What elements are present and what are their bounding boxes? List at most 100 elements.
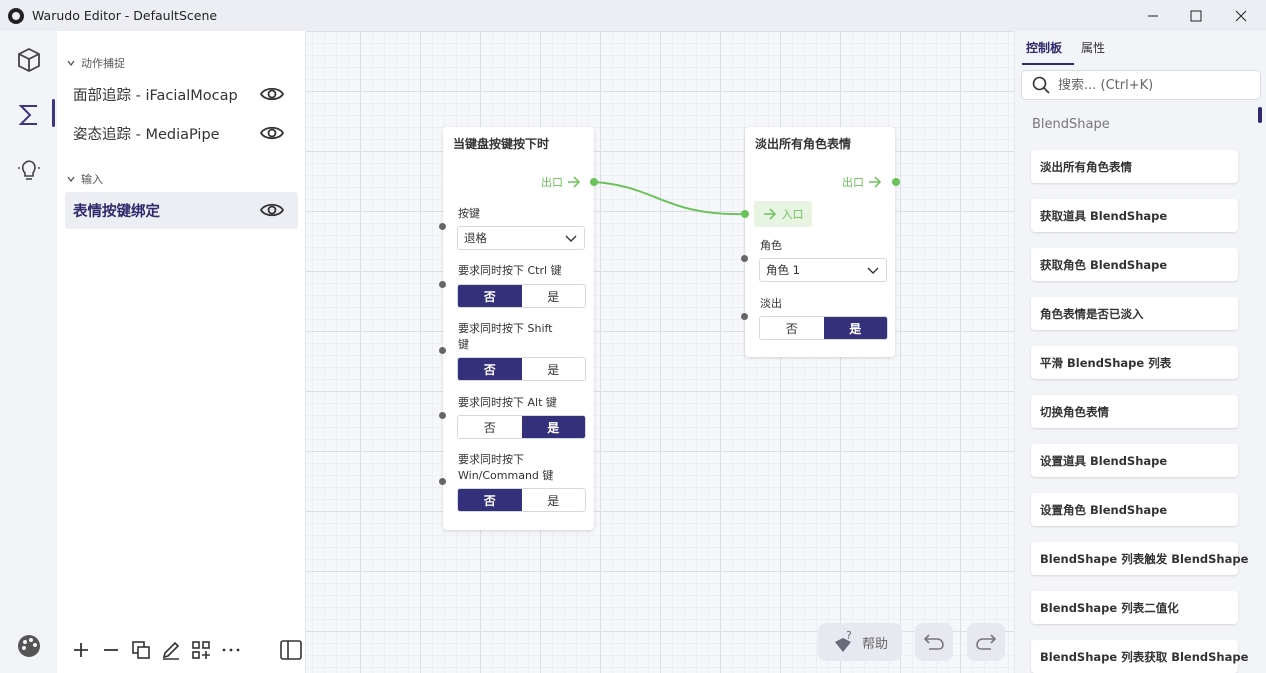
flow-in-port[interactable] xyxy=(741,210,749,218)
ideas-button[interactable] xyxy=(0,145,57,195)
eye-icon[interactable] xyxy=(260,124,284,142)
toggle-no[interactable]: 否 xyxy=(458,489,522,511)
ctrl-label: 要求同时按下 Ctrl 键 xyxy=(458,264,562,277)
more-icon xyxy=(222,648,240,652)
maximize-button[interactable] xyxy=(1173,0,1219,31)
toggle-no[interactable]: 否 xyxy=(785,321,798,336)
in-label: 入口 xyxy=(781,208,804,221)
shift-port[interactable] xyxy=(439,347,446,354)
section-label: 输入 xyxy=(81,173,103,186)
win-port[interactable] xyxy=(439,478,446,485)
fade-toggle[interactable]: 否 是 xyxy=(759,316,888,340)
toggle-yes[interactable]: 是 xyxy=(547,289,560,304)
sidebar-item-mediapipe[interactable]: 姿态追踪 - MediaPipe xyxy=(65,115,298,152)
search-input[interactable] xyxy=(1058,77,1248,93)
tab-properties[interactable]: 属性 xyxy=(1081,41,1106,55)
more-button[interactable] xyxy=(219,638,243,662)
undo-button[interactable] xyxy=(915,623,953,661)
toggle-yes[interactable]: 是 xyxy=(547,362,560,377)
minimize-button[interactable] xyxy=(1130,0,1176,31)
win-toggle[interactable]: 否 是 xyxy=(457,488,586,512)
help-book-icon: ? xyxy=(834,630,852,652)
character-value: 角色 1 xyxy=(766,263,800,277)
active-tab-underline xyxy=(1022,63,1074,65)
flow-out-port[interactable] xyxy=(892,178,900,186)
active-indicator xyxy=(52,99,55,127)
palette-item[interactable]: 平滑 BlendShape 列表 xyxy=(1031,346,1238,379)
search-box[interactable] xyxy=(1021,70,1261,100)
node-on-keypress[interactable]: 当键盘按键按下时 出口 按键 退格 要求同时按下 Ctrl 键 否 是 要求同时… xyxy=(439,127,598,530)
key-value: 退格 xyxy=(464,231,487,245)
scene-button[interactable] xyxy=(0,35,57,85)
palette-item[interactable]: BlendShape 列表二值化 xyxy=(1031,591,1238,624)
toggle-yes[interactable]: 是 xyxy=(547,493,560,508)
fade-port[interactable] xyxy=(741,313,748,320)
toggle-yes[interactable]: 是 xyxy=(823,317,887,339)
fade-label: 淡出 xyxy=(760,297,782,310)
add-group-button[interactable] xyxy=(189,638,213,662)
ctrl-toggle[interactable]: 否 是 xyxy=(457,284,586,308)
toggle-panel-button[interactable] xyxy=(279,638,303,662)
window-title: Warudo Editor - DefaultScene xyxy=(32,8,218,23)
scrollbar-thumb[interactable] xyxy=(1258,107,1262,123)
palette-item[interactable]: 设置道具 BlendShape xyxy=(1031,444,1238,477)
node-title: 当键盘按键按下时 xyxy=(453,137,550,151)
duplicate-button[interactable] xyxy=(129,638,153,662)
blueprint-button[interactable] xyxy=(0,90,57,140)
palette-item[interactable]: 获取道具 BlendShape xyxy=(1031,199,1238,232)
flow-out-port[interactable] xyxy=(590,178,598,186)
lightbulb-icon xyxy=(17,160,40,180)
shift-toggle[interactable]: 否 是 xyxy=(457,357,586,381)
settings-button[interactable] xyxy=(0,621,57,671)
out-label: 出口 xyxy=(842,176,864,189)
alt-toggle[interactable]: 否 是 xyxy=(457,415,586,439)
key-port[interactable] xyxy=(439,223,446,230)
maximize-icon xyxy=(1190,10,1202,21)
sidebar-item-label: 表情按键绑定 xyxy=(73,204,160,220)
sidebar-item-ifacialmocap[interactable]: 面部追踪 - iFacialMocap xyxy=(65,76,298,113)
redo-button[interactable] xyxy=(967,623,1005,661)
rename-button[interactable] xyxy=(159,638,183,662)
svg-text:?: ? xyxy=(846,630,852,642)
palette-item[interactable]: 角色表情是否已淡入 xyxy=(1031,297,1238,330)
toggle-yes[interactable]: 是 xyxy=(521,416,585,438)
win-label-cont: Win/Command 键 xyxy=(458,469,554,482)
eye-icon[interactable] xyxy=(260,201,284,219)
key-label: 按键 xyxy=(458,207,480,220)
flow-in[interactable]: 入口 xyxy=(754,201,812,227)
plus-icon xyxy=(74,643,88,657)
sigma-icon xyxy=(18,105,37,125)
section-mocap[interactable]: 动作捕捉 xyxy=(67,55,125,71)
toggle-no[interactable]: 否 xyxy=(458,285,522,307)
pencil-icon xyxy=(162,641,180,660)
key-dropdown[interactable]: 退格 xyxy=(457,226,585,250)
remove-button[interactable] xyxy=(99,638,123,662)
ctrl-port[interactable] xyxy=(439,281,446,288)
blueprint-canvas[interactable]: 当键盘按键按下时 出口 按键 退格 要求同时按下 Ctrl 键 否 是 要求同时… xyxy=(306,31,1014,673)
flow-out[interactable]: 出口 xyxy=(842,174,882,190)
help-label: 帮助 xyxy=(861,636,888,652)
character-port[interactable] xyxy=(741,255,748,262)
alt-port[interactable] xyxy=(439,412,446,419)
close-button[interactable] xyxy=(1218,0,1264,31)
section-input[interactable]: 输入 xyxy=(67,171,103,187)
palette-item[interactable]: BlendShape 列表触发 BlendShape xyxy=(1031,542,1248,575)
palette-item[interactable]: 切换角色表情 xyxy=(1031,395,1238,428)
palette-item[interactable]: 设置角色 BlendShape xyxy=(1031,493,1238,526)
character-dropdown[interactable]: 角色 1 xyxy=(759,258,887,282)
add-button[interactable] xyxy=(69,638,93,662)
sidebar-item-expression-keybinding[interactable]: 表情按键绑定 xyxy=(65,192,298,229)
minimize-icon xyxy=(1148,15,1158,16)
flow-out[interactable]: 出口 xyxy=(541,174,581,190)
chevron-down-icon xyxy=(67,60,75,67)
toggle-no[interactable]: 否 xyxy=(458,358,522,380)
palette-item[interactable]: 获取角色 BlendShape xyxy=(1031,248,1238,281)
help-button[interactable]: ? 帮助 xyxy=(818,623,902,661)
node-fade-out-expressions[interactable]: 淡出所有角色表情 出口 入口 角色 角色 1 淡出 否 是 xyxy=(741,127,900,357)
eye-icon[interactable] xyxy=(260,85,284,103)
tab-palette[interactable]: 控制板 xyxy=(1026,41,1063,55)
palette-item[interactable]: 淡出所有角色表情 xyxy=(1031,150,1238,183)
chevron-down-icon xyxy=(565,235,577,242)
palette-item[interactable]: BlendShape 列表获取 BlendShape xyxy=(1031,640,1248,673)
toggle-no[interactable]: 否 xyxy=(483,420,496,435)
